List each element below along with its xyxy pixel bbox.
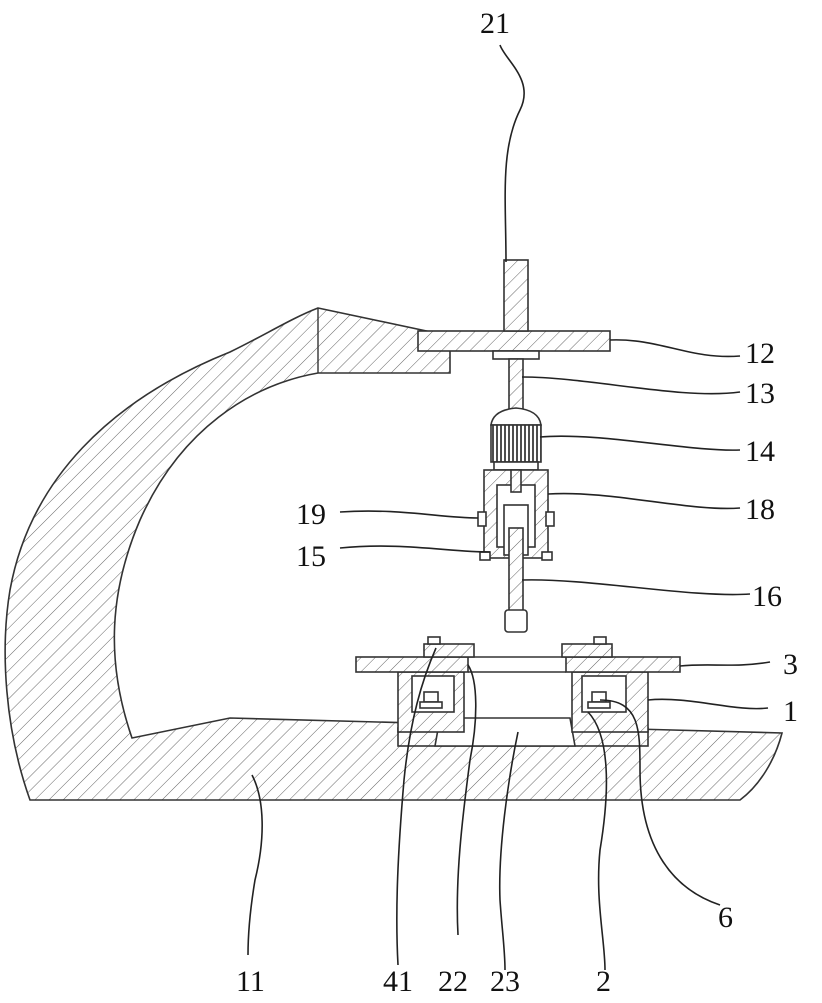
crossbar <box>418 331 610 351</box>
right-clamp <box>562 644 612 657</box>
label-2: 2 <box>596 965 611 998</box>
vertical-rod <box>509 359 523 409</box>
label-16: 16 <box>752 580 782 613</box>
label-3: 3 <box>783 648 798 681</box>
leader-14 <box>540 436 740 450</box>
label-23: 23 <box>490 965 520 998</box>
label-12: 12 <box>745 337 775 370</box>
coupling-shaft-top <box>511 470 521 492</box>
left-clamp <box>424 644 474 657</box>
clamp-left <box>478 512 486 526</box>
motor-base <box>494 462 538 470</box>
leader-12 <box>610 340 740 357</box>
crossbar-nut <box>493 351 539 359</box>
leader-21 <box>500 45 524 262</box>
left-bolt <box>424 692 438 702</box>
label-1: 1 <box>783 695 798 728</box>
drill-tip <box>505 610 527 632</box>
leader-16 <box>522 580 750 595</box>
leader-13 <box>522 377 740 394</box>
motor-body <box>491 425 541 462</box>
label-21: 21 <box>480 7 510 40</box>
leader-19 <box>340 511 478 518</box>
drill-rod <box>509 528 523 613</box>
leader-18 <box>548 494 740 509</box>
leader-3 <box>680 662 770 666</box>
label-11: 11 <box>236 965 265 998</box>
label-19: 19 <box>296 498 326 531</box>
leader-11 <box>248 775 262 955</box>
label-41: 41 <box>383 965 413 998</box>
collar-right <box>542 552 552 560</box>
label-18: 18 <box>745 493 775 526</box>
frame-body <box>5 308 782 800</box>
right-clamp-screw <box>594 637 606 644</box>
top-handle <box>504 260 528 331</box>
label-13: 13 <box>745 377 775 410</box>
label-15: 15 <box>296 540 326 573</box>
label-6: 6 <box>718 901 733 934</box>
leader-15 <box>340 546 490 552</box>
label-22: 22 <box>438 965 468 998</box>
left-bolt-head <box>420 702 442 708</box>
collar-left <box>480 552 490 560</box>
right-top-plate <box>566 657 680 672</box>
leader-1 <box>648 699 768 708</box>
label-14: 14 <box>745 435 775 468</box>
right-bolt-head <box>588 702 610 708</box>
left-top-plate <box>356 657 468 672</box>
left-clamp-screw <box>428 637 440 644</box>
motor-cap <box>491 408 541 425</box>
clamp-right <box>546 512 554 526</box>
